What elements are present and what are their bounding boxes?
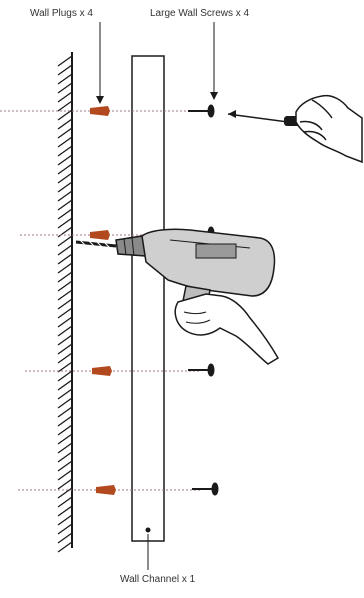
wall-hatch-icon [57,55,73,553]
wall-channel [131,55,165,570]
hand-icon [295,94,363,164]
wall-plugs [90,106,116,495]
wall-plugs-label: Wall Plugs x 4 [30,8,93,19]
wall-plug-icon [90,106,110,116]
wall-plug-icon [96,485,116,495]
wall [57,52,73,553]
wall-channel-label: Wall Channel x 1 [120,574,196,585]
wall-screw-icon [188,104,215,118]
wall-plug-icon [92,366,112,376]
wall-screw-icon [192,482,219,496]
wall-plug-icon [90,230,110,240]
screwdriver-icon [227,110,300,126]
wall-screw-icon [188,363,215,377]
power-drill-icon [75,228,280,365]
guide-lines [0,110,200,491]
label-arrows [96,22,218,104]
wall-screws-label: Large Wall Screws x 4 [150,8,250,19]
